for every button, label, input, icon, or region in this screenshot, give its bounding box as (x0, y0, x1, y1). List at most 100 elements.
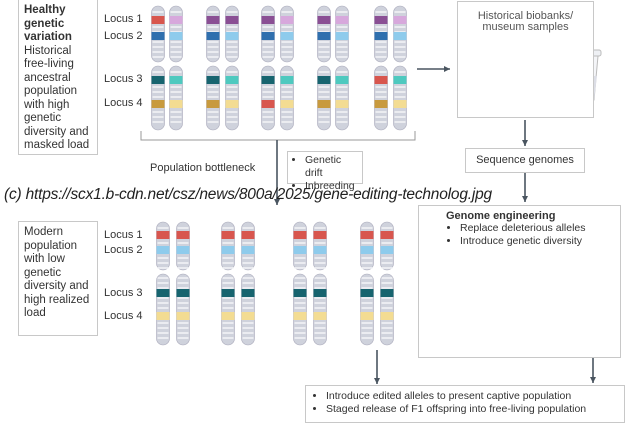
ancestral-chromosome (206, 5, 220, 131)
ancestral-description: Historical free-living ancestral populat… (24, 44, 90, 152)
allele-locus-1 (176, 231, 190, 239)
allele-locus-4 (151, 100, 165, 108)
allele-locus-4 (393, 100, 407, 108)
to-museum-arrow (417, 66, 450, 72)
allele-locus-3 (156, 289, 170, 297)
top-locus-2-label: Locus 2 (104, 30, 143, 42)
ancestral-population-box: Healthy genetic variation Historical fre… (18, 0, 98, 155)
modern-chromosome (241, 221, 255, 346)
allele-locus-3 (176, 289, 190, 297)
allele-locus-1 (225, 16, 239, 24)
allele-locus-1 (241, 231, 255, 239)
modern-chromosome (293, 221, 307, 346)
watermark: (c) https://scx1.b-cdn.net/csz/news/800a… (4, 186, 492, 203)
engineering-item-replace: Replace deleterious alleles (460, 222, 620, 235)
bottom-locus-4-label: Locus 4 (104, 310, 143, 322)
ancestral-chromosome (151, 5, 165, 131)
museum-title-line1: Historical biobanks/ (477, 10, 574, 22)
factor-inbreeding: Inbreeding (305, 180, 359, 193)
allele-locus-4 (261, 100, 275, 108)
to-sequence-arrow (522, 120, 528, 146)
allele-locus-1 (380, 231, 394, 239)
allele-locus-3 (221, 289, 235, 297)
allele-locus-3 (280, 76, 294, 84)
top-locus-3-label: Locus 3 (104, 73, 143, 85)
allele-locus-2 (393, 32, 407, 40)
allele-locus-3 (151, 76, 165, 84)
allele-locus-3 (374, 76, 388, 84)
modern-chromosome (221, 221, 235, 346)
allele-locus-2 (241, 246, 255, 254)
allele-locus-4 (280, 100, 294, 108)
engineering-item-diversity: Introduce genetic diversity (460, 235, 620, 248)
ancestral-chromosome (225, 5, 239, 131)
to-engineering-arrow (522, 173, 528, 202)
museum-title-line2: museum samples (482, 21, 569, 33)
allele-locus-3 (360, 289, 374, 297)
allele-locus-1 (261, 16, 275, 24)
allele-locus-2 (335, 32, 349, 40)
allele-locus-1 (335, 16, 349, 24)
release-box: Introduce edited alleles to present capt… (305, 385, 625, 423)
sequence-genomes-box: Sequence genomes (465, 148, 585, 173)
modern-to-release-arrow (374, 350, 380, 384)
bottom-locus-1-label: Locus 1 (104, 229, 143, 241)
ancestral-chromosome (280, 5, 294, 131)
allele-locus-4 (317, 100, 331, 108)
allele-locus-3 (169, 76, 183, 84)
allele-locus-2 (317, 32, 331, 40)
allele-locus-1 (280, 16, 294, 24)
allele-locus-4 (293, 312, 307, 320)
allele-locus-2 (261, 32, 275, 40)
allele-locus-2 (374, 32, 388, 40)
allele-locus-4 (169, 100, 183, 108)
engineering-title: Genome engineering (446, 210, 556, 222)
allele-locus-2 (380, 246, 394, 254)
allele-locus-3 (225, 76, 239, 84)
allele-locus-1 (313, 231, 327, 239)
allele-locus-2 (151, 32, 165, 40)
allele-locus-1 (293, 231, 307, 239)
allele-locus-4 (241, 312, 255, 320)
allele-locus-4 (360, 312, 374, 320)
genome-engineering-box: Genome engineering Replace deleterious a… (418, 205, 621, 358)
top-locus-1-label: Locus 1 (104, 13, 143, 25)
allele-locus-1 (221, 231, 235, 239)
modern-chromosome (380, 221, 394, 346)
allele-locus-2 (360, 246, 374, 254)
allele-locus-2 (206, 32, 220, 40)
modern-chromosome (176, 221, 190, 346)
allele-locus-1 (206, 16, 220, 24)
allele-locus-4 (380, 312, 394, 320)
modern-chromosome (156, 221, 170, 346)
allele-locus-2 (280, 32, 294, 40)
ancestral-chromosome (261, 5, 275, 131)
ancestral-chromosome (393, 5, 407, 131)
allele-locus-1 (317, 16, 331, 24)
allele-locus-4 (206, 100, 220, 108)
modern-chromosome (313, 221, 327, 346)
bottleneck-label: Population bottleneck (150, 162, 256, 174)
sequence-genomes-label: Sequence genomes (476, 154, 574, 166)
allele-locus-1 (156, 231, 170, 239)
allele-locus-4 (221, 312, 235, 320)
allele-locus-3 (293, 289, 307, 297)
allele-locus-1 (151, 16, 165, 24)
factor-genetic-drift: Genetic drift (305, 154, 359, 180)
allele-locus-4 (313, 312, 327, 320)
allele-locus-3 (380, 289, 394, 297)
population-bracket (140, 131, 416, 141)
allele-locus-4 (374, 100, 388, 108)
allele-locus-1 (374, 16, 388, 24)
release-item-staged: Staged release of F1 offspring into free… (326, 403, 618, 416)
allele-locus-4 (225, 100, 239, 108)
ancestral-chromosome (374, 5, 388, 131)
allele-locus-2 (156, 246, 170, 254)
allele-locus-4 (176, 312, 190, 320)
allele-locus-3 (241, 289, 255, 297)
allele-locus-1 (393, 16, 407, 24)
allele-locus-1 (169, 16, 183, 24)
allele-locus-2 (313, 246, 327, 254)
ancestral-chromosome (169, 5, 183, 131)
